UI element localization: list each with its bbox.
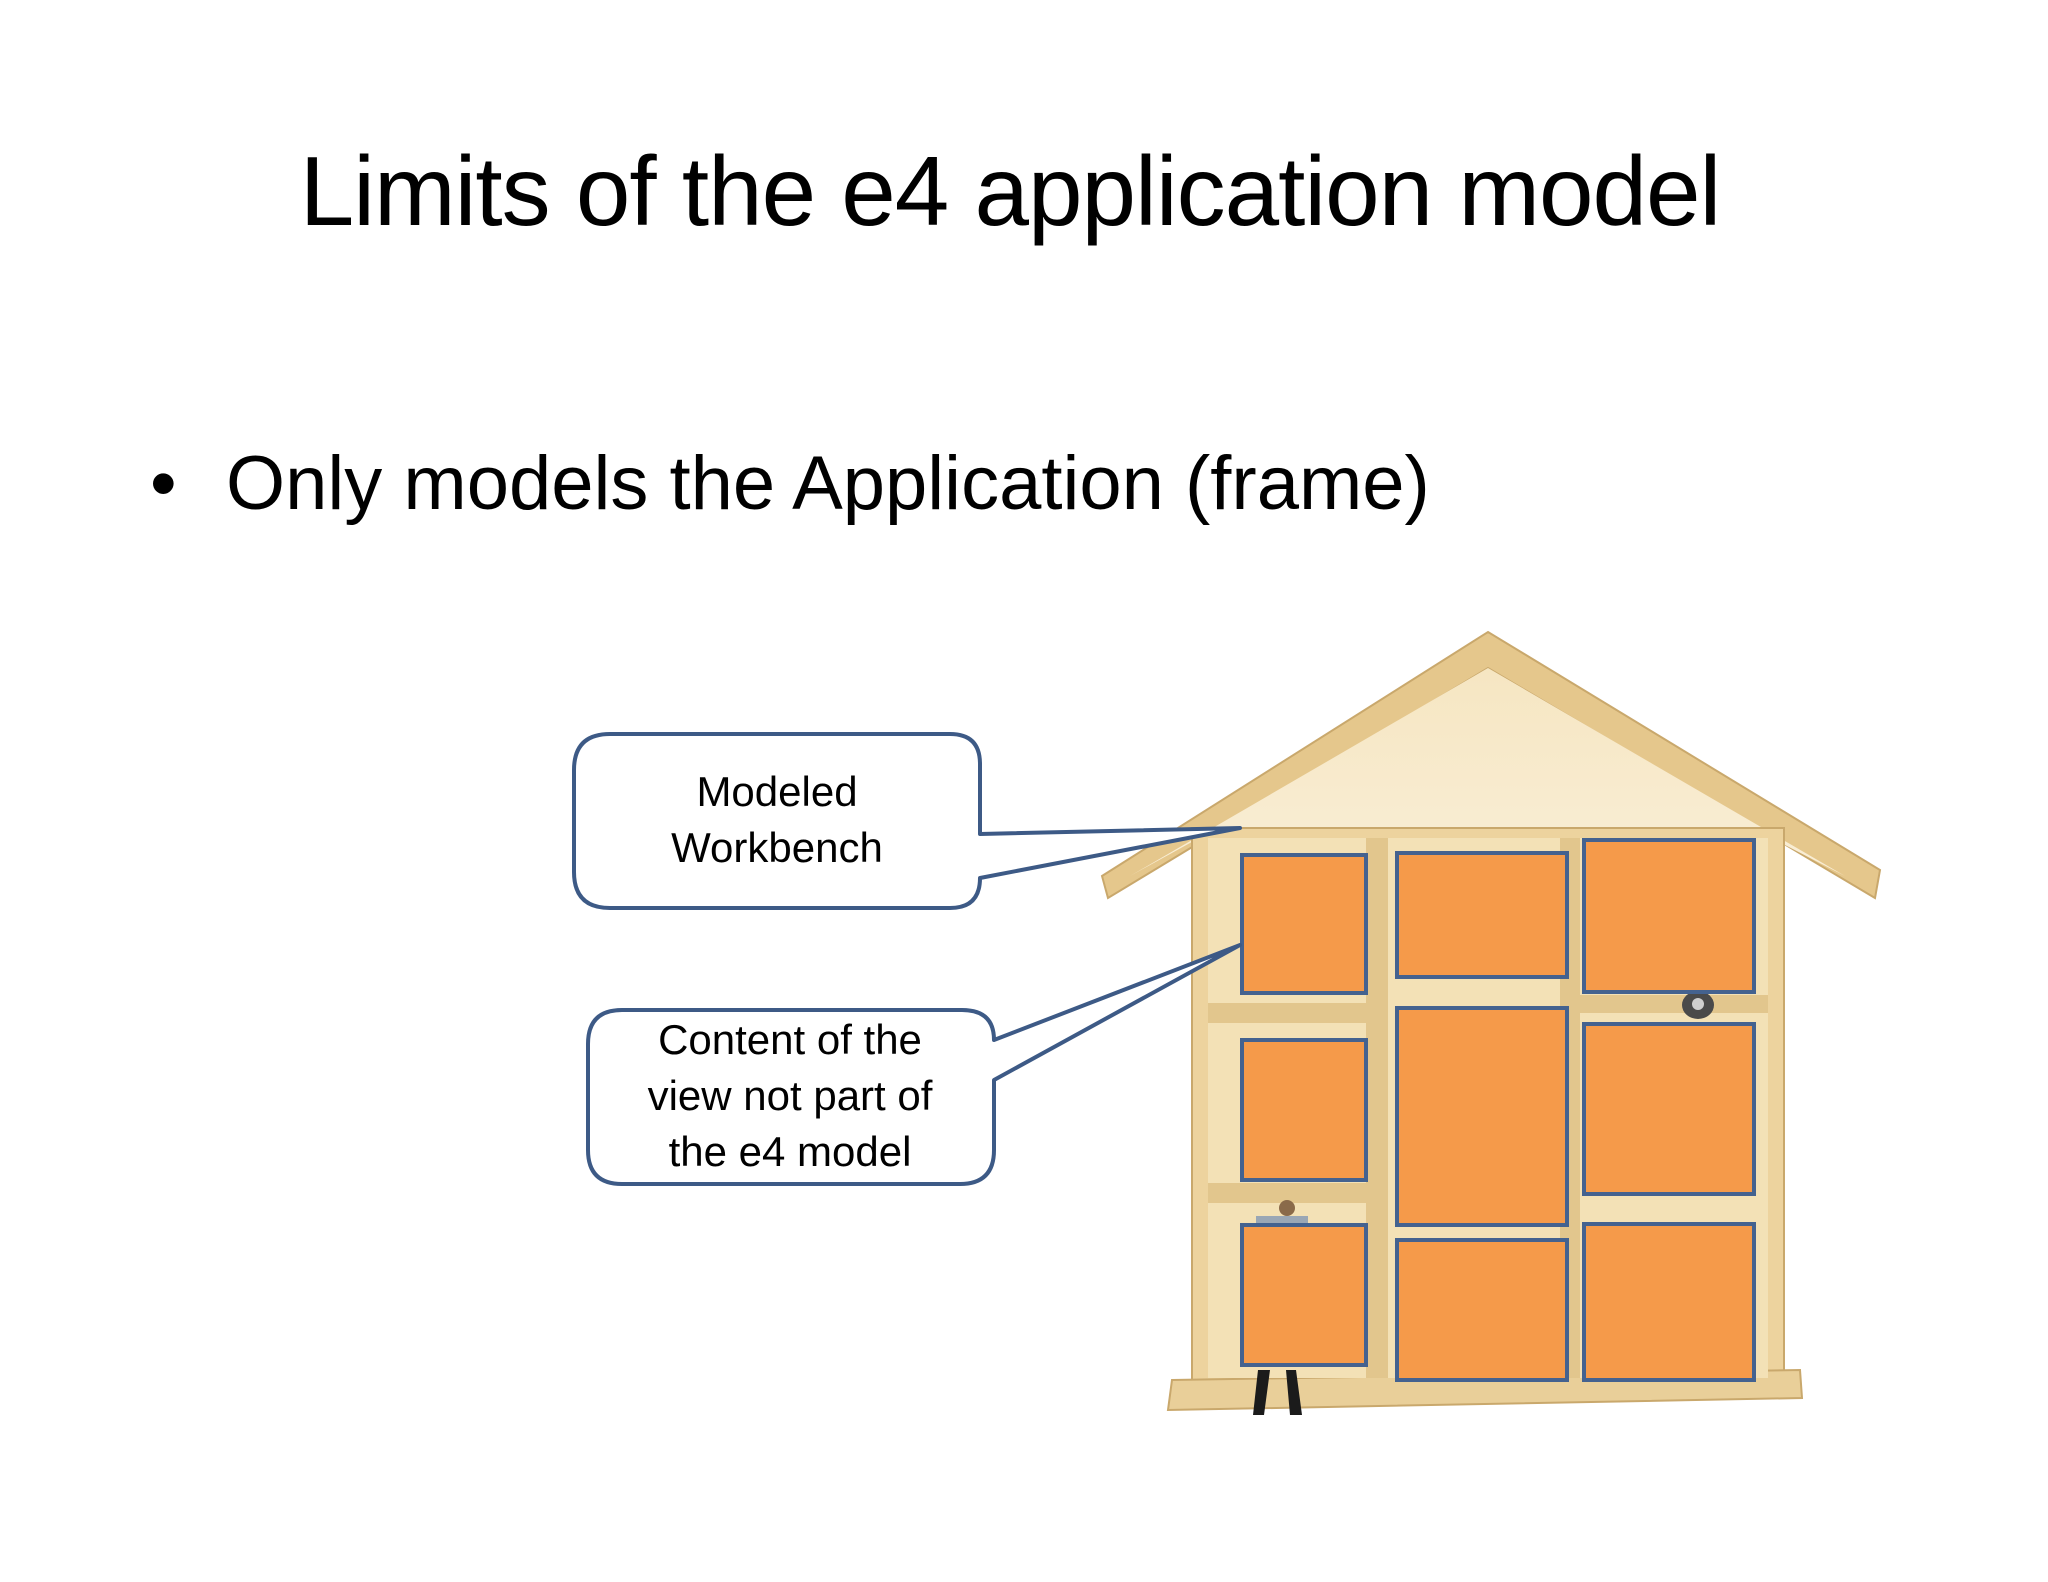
divider (1366, 838, 1388, 1378)
shelf (1208, 1003, 1368, 1023)
part-rect (1582, 838, 1756, 994)
callout-content-shape (586, 943, 1242, 1186)
part-rect (1395, 1006, 1569, 1227)
roof-gable (1130, 668, 1845, 876)
bullet-icon: • (150, 441, 177, 526)
callout-modeled-text: Modeled Workbench (594, 764, 960, 876)
callout-content-text: Content of the view not part of the e4 m… (600, 1012, 980, 1180)
slide-title: Limits of the e4 application model (299, 136, 1722, 246)
shelf (1570, 995, 1768, 1013)
figure-right (1682, 991, 1714, 1019)
figure-left (1253, 1200, 1308, 1415)
part-rect (1395, 851, 1569, 979)
part-rect (1240, 1223, 1368, 1367)
callout-modeled-shape (572, 732, 1242, 910)
bullet-text: Only models the Application (frame) (226, 441, 1430, 526)
part-rect (1395, 1238, 1569, 1382)
part-rect (1240, 853, 1368, 995)
part-rect (1582, 1222, 1756, 1382)
callout-line: Modeled (696, 768, 858, 815)
shelf (1208, 1183, 1368, 1203)
part-rect (1240, 1038, 1368, 1182)
part-rects (1240, 838, 1756, 1382)
part-rect (1582, 1022, 1756, 1196)
callout-line: the e4 model (668, 1128, 912, 1175)
callout-line: view not part of (647, 1072, 933, 1119)
callout-line: Workbench (671, 824, 883, 871)
callout-line: Content of the (658, 1016, 922, 1063)
